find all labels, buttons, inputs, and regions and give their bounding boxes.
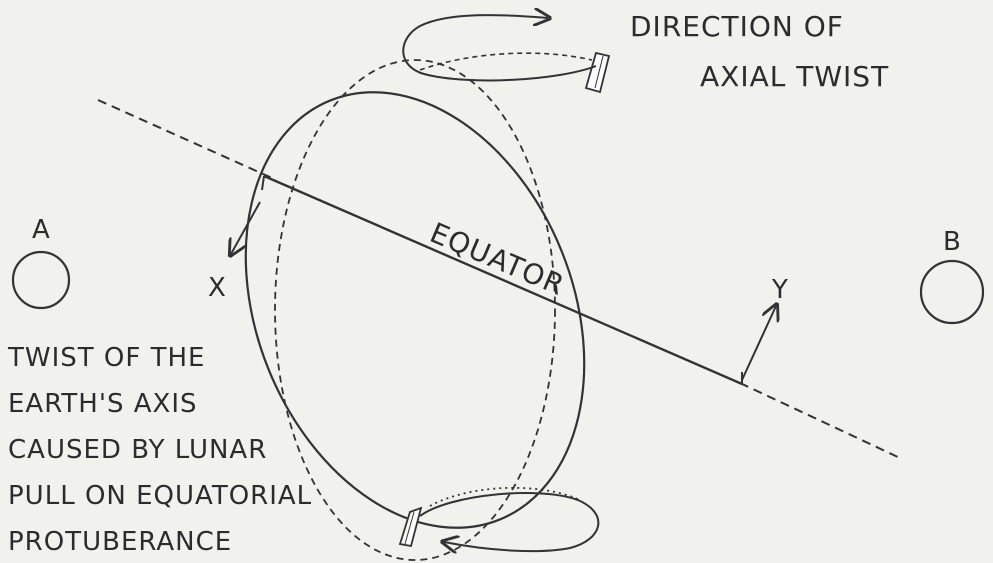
dashed-axis-line-right: [740, 383, 900, 458]
y-arrow: [742, 306, 776, 380]
bottom-twist-loop-dotted: [430, 488, 580, 506]
point-b-label: B: [943, 227, 962, 257]
body-a-circle: [13, 252, 69, 308]
south-pole-stub: [400, 508, 421, 546]
point-x-label: X: [208, 273, 227, 303]
caption-line-1: TWIST OF THE: [7, 343, 205, 373]
caption-line-4: PULL ON EQUATORIAL: [8, 481, 312, 511]
equator-tick-left: [262, 176, 264, 190]
bottom-twist-loop: [420, 493, 598, 551]
caption-line-2: EARTH'S AXIS: [8, 389, 198, 419]
earth-dashed-outline: [275, 60, 555, 560]
point-a-label: A: [32, 215, 51, 245]
equator-line: [264, 176, 742, 384]
top-twist-loop: [403, 15, 596, 80]
top-twist-loop-back: [420, 53, 592, 70]
direction-label-line1: DIRECTION OF: [630, 10, 844, 43]
point-y-label: Y: [771, 275, 789, 305]
caption-line-5: PROTUBERANCE: [8, 527, 232, 557]
caption-line-3: CAUSED BY LUNAR: [8, 435, 267, 465]
direction-label-line2: AXIAL TWIST: [700, 60, 889, 93]
dashed-axis-line-left: [98, 100, 272, 178]
body-b-circle: [921, 261, 983, 323]
